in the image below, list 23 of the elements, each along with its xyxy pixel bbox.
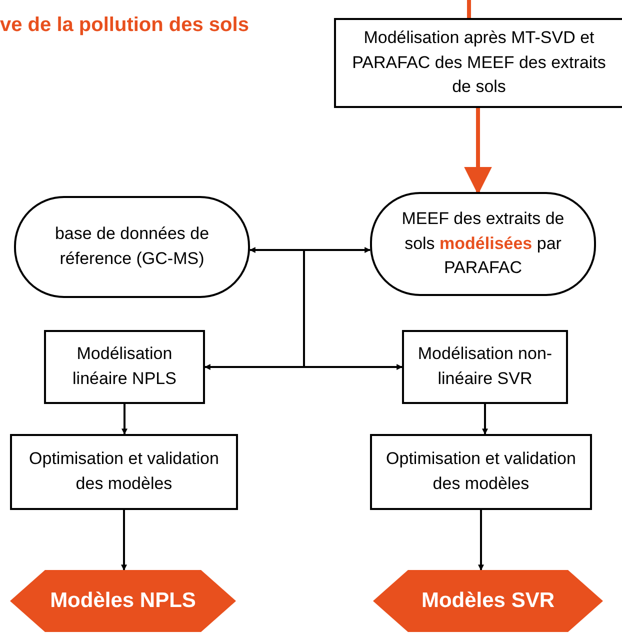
node-label: Modèles NPLS <box>50 588 196 614</box>
arrow <box>482 404 488 435</box>
arrow <box>122 404 128 435</box>
connector-line <box>467 0 471 18</box>
arrow <box>478 510 484 571</box>
process-box <box>334 18 622 108</box>
process-box <box>10 434 238 510</box>
node-label: Modélisation après MT-SVD et PARAFAC des MEEF des extraits de sols <box>351 27 607 98</box>
node-label: Modèles SVR <box>421 588 555 614</box>
node-label: Optimisation et validation des modèles <box>28 448 220 495</box>
process-box <box>402 330 568 404</box>
arrow <box>121 510 127 571</box>
node-label: Modélisation non-linéaire SVR <box>416 343 554 390</box>
node-label: Optimisation et validation des modèles <box>385 448 577 495</box>
arrow <box>464 108 492 195</box>
arrow <box>249 247 371 253</box>
node-label: MEEF des extraits de sols modélisées par PARAFAC <box>400 208 566 280</box>
arrow <box>303 249 403 370</box>
process-box <box>370 434 592 510</box>
node-label: base de données de réference (GC-MS) <box>54 223 210 270</box>
process-box <box>44 330 205 404</box>
node-label: Modélisation linéaire NPLS <box>72 343 178 390</box>
title: ve de la pollution des sols <box>0 13 249 38</box>
